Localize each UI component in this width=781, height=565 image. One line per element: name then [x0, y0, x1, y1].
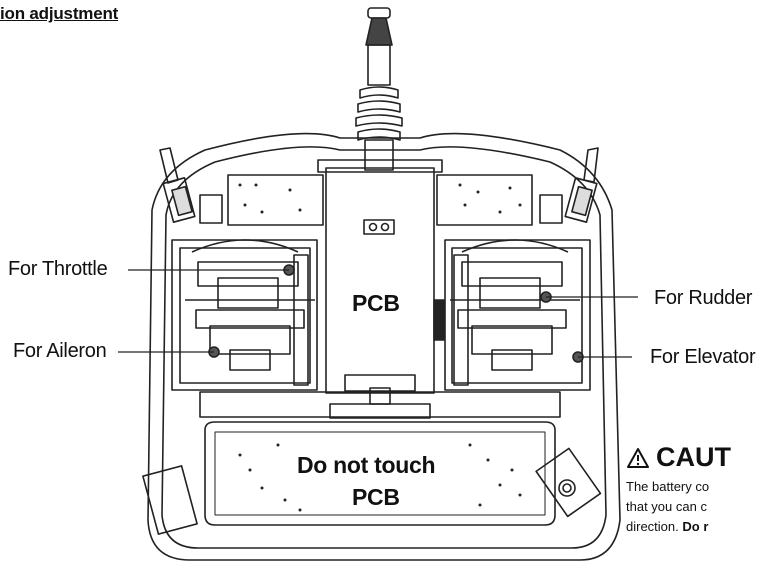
center-antenna: [355, 7, 403, 171]
right-gimbal: [433, 239, 591, 391]
left-gimbal: [171, 239, 318, 391]
caution-line-2: that you can c: [626, 499, 707, 514]
section-heading: ion adjustment: [0, 4, 119, 23]
do-not-touch-line2: PCB: [352, 484, 400, 510]
transmitter-body: [147, 132, 621, 561]
caution-line-3-bold: Do r: [682, 519, 709, 534]
pcb-panel: [325, 167, 435, 394]
caution-box: CAUT The battery co that you can c direc…: [622, 442, 781, 565]
warning-triangle-icon: [627, 447, 649, 468]
pcb-label: PCB: [352, 290, 400, 316]
label-for-rudder: For Rudder: [654, 287, 753, 309]
label-for-aileron: For Aileron: [13, 340, 107, 362]
caution-title: CAUT: [656, 442, 731, 472]
upper-left-panel: [227, 174, 324, 226]
do-not-touch-line1: Do not touch: [297, 452, 436, 478]
left-switch: [159, 147, 196, 223]
upper-right-panel: [436, 174, 533, 226]
battery-compartment: [204, 421, 556, 526]
caution-line-3-prefix: direction.: [626, 519, 683, 534]
caution-line-3: direction. Do r: [626, 517, 781, 537]
label-for-elevator: For Elevator: [650, 346, 756, 368]
right-switch: [564, 147, 599, 223]
label-for-throttle: For Throttle: [8, 258, 108, 280]
caution-line-1: The battery co: [626, 479, 710, 494]
